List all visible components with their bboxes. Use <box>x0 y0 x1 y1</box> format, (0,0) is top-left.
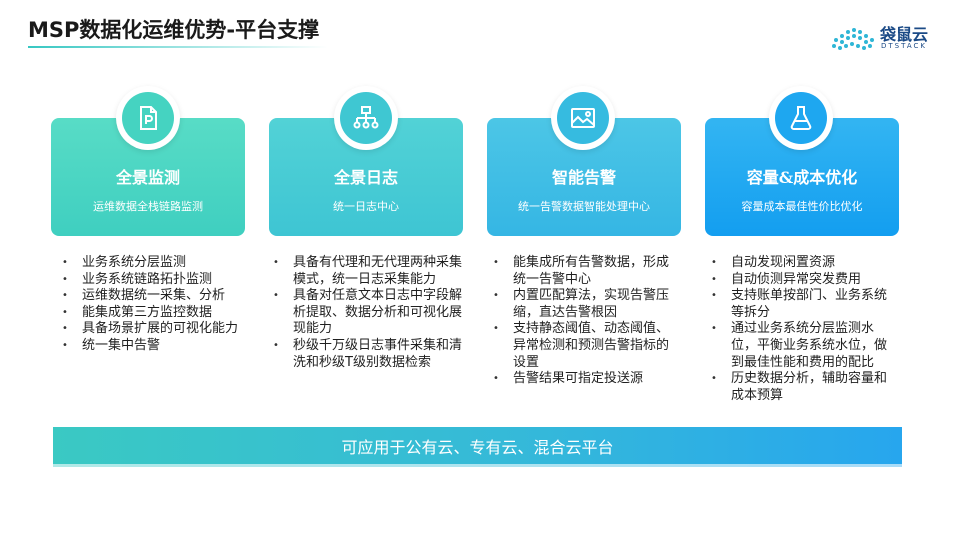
list-item: 支持账单按部门、业务系统等拆分 <box>708 288 892 321</box>
document-p-icon <box>140 106 157 130</box>
card-title: 全景日志 <box>333 168 398 187</box>
list-item: 能集成第三方监控数据 <box>59 305 249 322</box>
card-title: 容量&成本优化 <box>746 168 858 187</box>
card-icon-badge <box>769 86 833 150</box>
list-item: 运维数据统一采集、分析 <box>59 288 249 305</box>
feature-list-capacity: 自动发现闲置资源 自动侦测异常突发费用 支持账单按部门、业务系统等拆分 通过业务… <box>708 255 892 404</box>
list-item: 通过业务系统分层监测水位，平衡业务系统水位，做到最佳性能和费用的配比 <box>708 321 892 371</box>
title-underline <box>28 46 328 48</box>
list-item: 支持静态阈值、动态阈值、异常检测和预测告警指标的设置 <box>490 321 680 371</box>
page-title: MSP数据化运维优势-平台支撑 <box>28 18 320 42</box>
cloud-logo-icon <box>832 28 874 50</box>
banner-text: 可应用于公有云、专有云、混合云平台 <box>341 437 614 457</box>
feature-list-monitoring: 业务系统分层监测 业务系统链路拓扑监测 运维数据统一采集、分析 能集成第三方监控… <box>59 255 249 355</box>
list-item: 具备有代理和无代理两种采集模式，统一日志采集能力 <box>270 255 462 288</box>
list-item: 历史数据分析，辅助容量和成本预算 <box>708 371 892 404</box>
list-item: 具备对任意文本日志中字段解析提取、数据分析和可视化展现能力 <box>270 288 462 338</box>
card-subtitle: 统一告警数据智能处理中心 <box>518 200 650 213</box>
list-item: 自动侦测异常突发费用 <box>708 272 892 289</box>
card-subtitle: 统一日志中心 <box>333 200 399 213</box>
card-subtitle: 运维数据全栈链路监测 <box>93 200 203 213</box>
list-item: 业务系统分层监测 <box>59 255 249 272</box>
card-icon-badge <box>551 86 615 150</box>
list-item: 内置匹配算法，实现告警压缩，直达告警根因 <box>490 288 680 321</box>
logo-subtitle: DTSTACK <box>881 42 927 50</box>
list-item: 具备场景扩展的可视化能力 <box>59 321 249 338</box>
feature-list-alerts: 能集成所有告警数据，形成统一告警中心 内置匹配算法，实现告警压缩，直达告警根因 … <box>490 255 680 388</box>
flask-icon <box>790 106 812 130</box>
card-title: 智能告警 <box>551 168 616 187</box>
brand-logo: 袋鼠云 DTSTACK <box>828 20 948 54</box>
list-item: 告警结果可指定投送源 <box>490 371 680 388</box>
list-item: 秒级千万级日志事件采集和清洗和秒级T级别数据检索 <box>270 338 462 371</box>
hierarchy-icon <box>353 106 379 129</box>
image-icon <box>571 108 595 128</box>
list-item: 能集成所有告警数据，形成统一告警中心 <box>490 255 680 288</box>
feature-list-logs: 具备有代理和无代理两种采集模式，统一日志采集能力 具备对任意文本日志中字段解析提… <box>270 255 462 371</box>
card-panorama-monitoring: 全景监测 运维数据全栈链路监测 <box>51 118 245 236</box>
card-icon-badge <box>334 86 398 150</box>
platform-banner: 可应用于公有云、专有云、混合云平台 <box>53 427 902 467</box>
list-item: 业务系统链路拓扑监测 <box>59 272 249 289</box>
card-subtitle: 容量成本最佳性价比优化 <box>741 200 863 213</box>
card-icon-badge <box>116 86 180 150</box>
logo-name: 袋鼠云 <box>880 25 929 44</box>
list-item: 统一集中告警 <box>59 338 249 355</box>
card-title: 全景监测 <box>115 168 180 187</box>
list-item: 自动发现闲置资源 <box>708 255 892 272</box>
